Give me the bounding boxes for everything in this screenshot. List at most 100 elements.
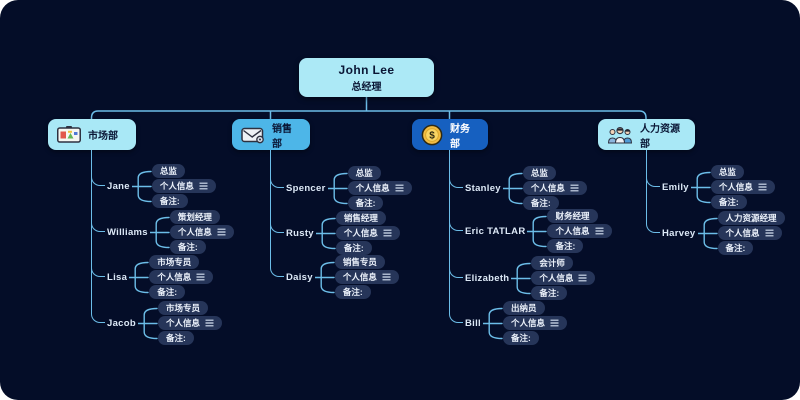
brace-connector [315, 217, 336, 249]
member-group: Daisy 销售专员 个人信息 备注: [284, 255, 399, 300]
brace-connector [137, 307, 158, 339]
node-pill[interactable]: 个人信息 [334, 270, 399, 284]
dept-node-sales[interactable]: 销售部 [232, 119, 310, 150]
node-pill[interactable]: 人力资源经理 [717, 211, 785, 225]
member-name[interactable]: Bill [465, 317, 481, 329]
member-group: Emily 总监 个人信息 备注: [660, 165, 775, 210]
node-pill[interactable]: 销售经理 [335, 211, 386, 225]
member-name[interactable]: Jacob [107, 317, 136, 329]
node-pill[interactable]: 备注: [710, 195, 747, 209]
member-group: Spencer 总监 个人信息 备注: [284, 166, 412, 211]
node-pill[interactable]: 备注: [347, 196, 384, 210]
root-node[interactable]: John Lee 总经理 [299, 58, 434, 97]
member-name[interactable]: Lisa [107, 271, 128, 283]
member-name[interactable]: Spencer [286, 182, 326, 194]
list-icon [550, 319, 559, 327]
brace-connector [314, 261, 335, 293]
coin-icon: $ [421, 124, 443, 145]
node-pill[interactable]: 个人信息 [347, 181, 412, 195]
billboard-icon [57, 125, 81, 143]
node-pill[interactable]: 财务经理 [547, 209, 598, 223]
node-pill[interactable]: 备注: [531, 286, 568, 300]
member-name[interactable]: Stanley [465, 182, 501, 194]
dept-node-hr[interactable]: 人力资源部 [598, 119, 695, 150]
member-group: Jacob 市场专员 个人信息 备注: [105, 301, 222, 346]
node-pill[interactable]: 备注: [151, 194, 188, 208]
list-icon [199, 182, 208, 190]
node-pill[interactable]: 市场专员 [157, 301, 208, 315]
dept-node-marketing[interactable]: 市场部 [48, 119, 136, 150]
member-group: Eric TATLAR 财务经理 个人信息 备注: [463, 209, 612, 254]
node-pill[interactable]: 个人信息 [710, 180, 775, 194]
node-pill[interactable]: 销售专员 [334, 255, 385, 269]
member-group: Williams 策划经理 个人信息 备注: [105, 210, 234, 255]
node-pill[interactable]: 备注: [334, 285, 371, 299]
list-icon [578, 274, 587, 282]
node-pill[interactable]: 市场专员 [149, 255, 200, 269]
brace-connector [149, 216, 170, 248]
member-name[interactable]: Jane [107, 180, 130, 192]
svg-text:$: $ [429, 130, 435, 141]
list-icon [383, 229, 392, 237]
node-pill[interactable]: 出纳员 [502, 301, 545, 315]
node-pill[interactable]: 个人信息 [502, 316, 567, 330]
node-pill[interactable]: 总监 [347, 166, 381, 180]
member-name[interactable]: Emily [662, 181, 689, 193]
brace-connector [511, 262, 532, 294]
node-pill[interactable]: 总监 [522, 166, 556, 180]
dept-node-finance[interactable]: $ 财务部 [412, 119, 488, 150]
node-pill[interactable]: 个人信息 [522, 181, 587, 195]
list-icon [758, 183, 767, 191]
node-pill[interactable]: 个人信息 [157, 316, 222, 330]
node-pill[interactable]: 备注: [547, 239, 584, 253]
node-pill[interactable]: 总监 [151, 164, 185, 178]
member-name[interactable]: Williams [107, 226, 148, 238]
list-icon [205, 319, 214, 327]
node-pill[interactable]: 个人信息 [149, 270, 214, 284]
node-pill[interactable]: 备注: [335, 241, 372, 255]
brace-connector [129, 261, 149, 293]
node-pill[interactable]: 备注: [149, 285, 186, 299]
member-group: Rusty 销售经理 个人信息 备注: [284, 211, 400, 256]
list-icon [765, 229, 774, 237]
node-pill[interactable]: 总监 [710, 165, 744, 179]
node-pill[interactable]: 个人信息 [335, 226, 400, 240]
node-pill[interactable]: 个人信息 [531, 271, 596, 285]
branch-sales: Spencer 总监 个人信息 备注: Rusty 销售经理 个人信息 备注: … [270, 150, 600, 365]
member-name[interactable]: Harvey [662, 227, 696, 239]
brace-connector [690, 171, 711, 203]
brace-connector [131, 170, 152, 202]
node-pill[interactable]: 备注: [717, 241, 754, 255]
node-pill[interactable]: 备注: [502, 331, 539, 345]
dept-label: 销售部 [272, 123, 292, 150]
member-name[interactable]: Elizabeth [465, 272, 510, 284]
team-icon [607, 126, 633, 144]
node-pill[interactable]: 个人信息 [717, 226, 782, 240]
brace-connector [697, 217, 718, 249]
node-pill[interactable]: 个人信息 [169, 225, 234, 239]
member-group: Jane 总监 个人信息 备注: [105, 164, 216, 209]
branch-hr: Emily 总监 个人信息 备注: Harvey 人力资源经理 个人信息 备注: [646, 150, 800, 365]
list-icon [595, 227, 603, 235]
member-group: Stanley 总监 个人信息 备注: [463, 166, 587, 211]
member-group: Bill 出纳员 个人信息 备注: [463, 301, 567, 346]
member-name[interactable]: Rusty [286, 227, 314, 239]
node-pill[interactable]: 备注: [522, 196, 559, 210]
brace-connector [527, 215, 548, 247]
brace-connector [327, 172, 348, 204]
brace-connector [502, 172, 523, 204]
member-name[interactable]: Daisy [286, 271, 313, 283]
node-pill[interactable]: 个人信息 [151, 179, 216, 193]
list-icon [395, 184, 404, 192]
member-name[interactable]: Eric TATLAR [465, 225, 526, 237]
node-pill[interactable]: 会计师 [531, 256, 573, 270]
node-pill[interactable]: 备注: [169, 240, 206, 254]
branch-curve [449, 150, 463, 323]
node-pill[interactable]: 策划经理 [169, 210, 220, 224]
node-pill[interactable]: 个人信息 [547, 224, 612, 238]
branch-finance: Stanley 总监 个人信息 备注: Eric TATLAR 财务经理 个人信… [449, 150, 779, 365]
node-pill[interactable]: 备注: [157, 331, 194, 345]
member-group: Lisa 市场专员 个人信息 备注: [105, 255, 214, 300]
envelope-icon [241, 127, 264, 143]
